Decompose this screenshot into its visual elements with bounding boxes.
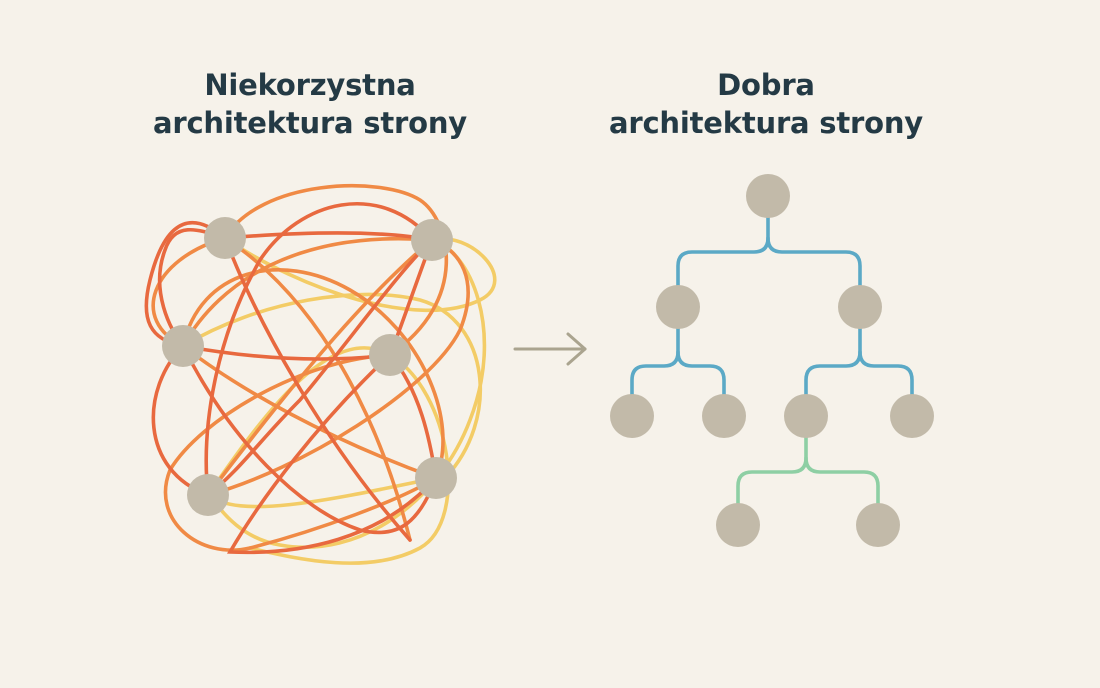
tangle-node — [187, 474, 229, 516]
tree-link — [766, 236, 862, 309]
tangled-network — [144, 183, 497, 565]
tangle-link — [206, 238, 470, 497]
tree-links-green — [736, 414, 880, 527]
tangle-link — [223, 236, 412, 542]
tree-link — [858, 350, 914, 418]
tree-nodes — [610, 174, 934, 547]
tree-node — [610, 394, 654, 438]
tangle-link — [144, 221, 227, 348]
tangle-node — [162, 325, 204, 367]
bad-architecture-title-line2: architektura strony — [152, 106, 468, 140]
tangle-link — [151, 344, 210, 497]
tangle-link — [181, 292, 483, 480]
tree-node — [702, 394, 746, 438]
tangle-links-mid — [151, 183, 470, 552]
tangle-link — [163, 353, 438, 552]
tangle-link — [206, 238, 434, 497]
tree-node — [784, 394, 828, 438]
tangle-link — [206, 238, 434, 497]
good-architecture-title: Dobra architektura strony — [566, 66, 966, 142]
tangle-node — [204, 217, 246, 259]
tree-link — [676, 350, 726, 418]
tangle-nodes — [162, 217, 457, 516]
tree-node — [838, 285, 882, 329]
tangle-link — [181, 344, 392, 361]
tree-node — [716, 503, 760, 547]
tangle-link — [157, 227, 227, 348]
tangle-link — [226, 353, 438, 555]
tangle-link — [181, 237, 434, 348]
tangle-link — [181, 268, 445, 480]
tree-node — [656, 285, 700, 329]
bad-architecture-title-line1: Niekorzystna — [204, 68, 416, 102]
tangle-link — [223, 236, 497, 313]
bad-architecture-title: Niekorzystna architektura strony — [110, 66, 510, 142]
tree-link — [804, 456, 880, 527]
tangle-link — [181, 344, 438, 480]
tangle-link — [223, 236, 412, 542]
tangle-link — [181, 344, 438, 535]
tree-structure — [610, 174, 934, 547]
tangle-node — [411, 219, 453, 261]
good-architecture-title-line2: architektura strony — [608, 106, 924, 140]
good-architecture-title-line1: Dobra — [717, 68, 815, 102]
tangle-link — [204, 202, 434, 497]
arrow-right-icon — [513, 332, 587, 366]
tangle-node — [415, 457, 457, 499]
tangle-link — [223, 183, 449, 357]
tangle-links-light — [181, 236, 497, 565]
tangle-node — [369, 334, 411, 376]
tree-root-node — [746, 174, 790, 218]
tree-links-blue — [630, 194, 914, 418]
tree-node — [890, 394, 934, 438]
tree-node — [856, 503, 900, 547]
